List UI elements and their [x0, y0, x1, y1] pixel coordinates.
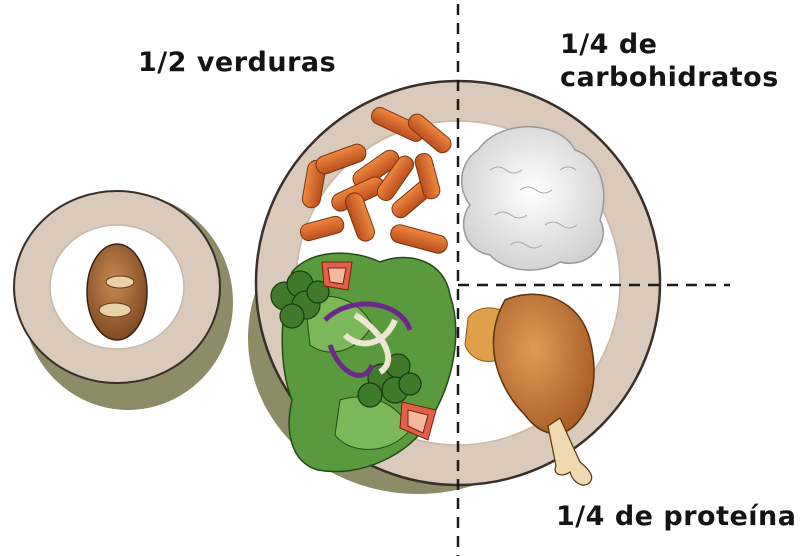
carbs-label-line1: 1/4 de — [560, 28, 779, 61]
protein-label: 1/4 de proteína — [556, 500, 796, 533]
carbs-label: 1/4 de carbohidratos — [560, 28, 779, 94]
carbs-label-line2: carbohidratos — [560, 61, 779, 94]
side-plate — [14, 191, 233, 410]
vegetables-label: 1/2 verduras — [138, 46, 336, 79]
bread-roll — [87, 244, 147, 340]
salad — [271, 253, 456, 471]
